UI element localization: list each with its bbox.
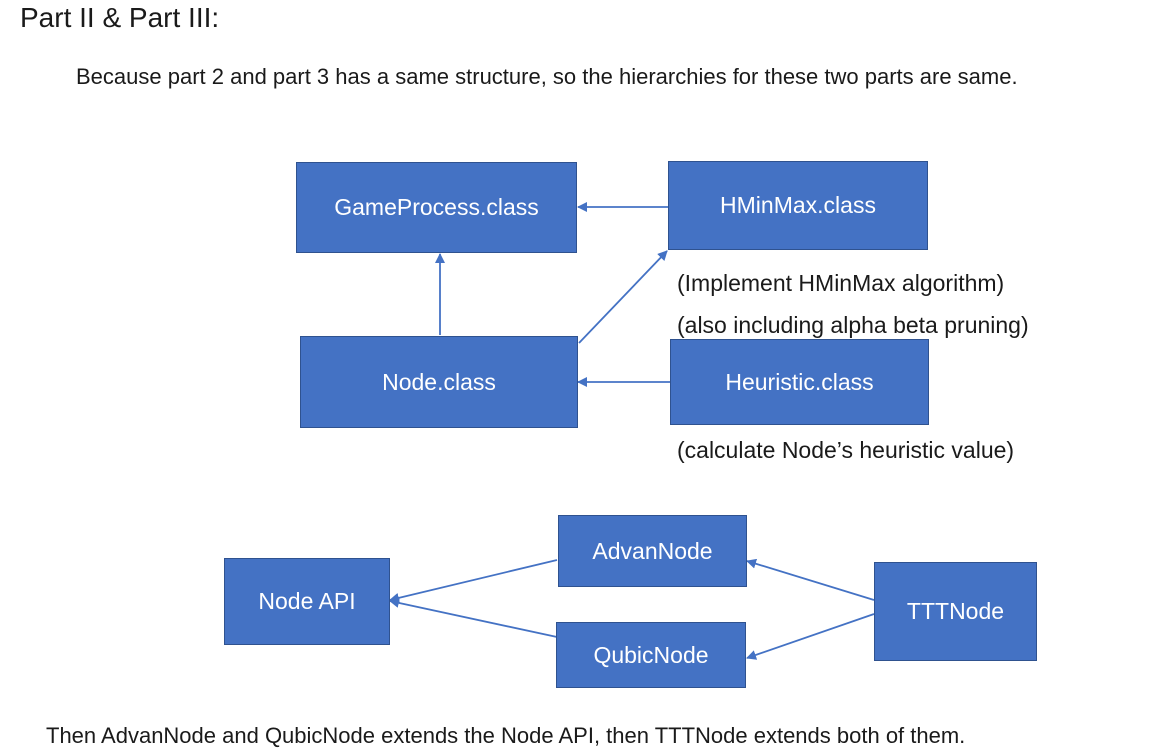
heuristic-note: (calculate Node’s heuristic value)	[677, 437, 1015, 463]
intro-paragraph: Because part 2 and part 3 has a same str…	[76, 64, 1018, 89]
node-api-label: Node API	[258, 588, 356, 614]
hminmax-class-label: HMinMax.class	[720, 192, 876, 218]
advannode-label: AdvanNode	[592, 537, 713, 564]
hminmax-note-1: (Implement HMinMax algorithm)	[677, 270, 1005, 296]
arrow-tttnode-to-qubicnode	[746, 613, 875, 660]
node-class-label: Node.class	[382, 368, 496, 395]
heuristic-class-label: Heuristic.class	[725, 368, 874, 395]
qubicnode-label: QubicNode	[593, 641, 709, 668]
advannode-box: AdvanNode	[558, 515, 747, 587]
gameprocess-class-label: GameProcess.class	[334, 194, 539, 220]
node-api-box: Node API	[224, 558, 390, 645]
bottom-paragraph: Then AdvanNode and QubicNode extends the…	[46, 723, 966, 748]
tttnode-label: TTTNode	[906, 598, 1005, 624]
node-class-box: Node.class	[300, 336, 578, 428]
hminmax-note-2: (also including alpha beta pruning)	[677, 312, 1029, 338]
arrow-tttnode-to-advannode	[746, 558, 875, 601]
heuristic-class-box: Heuristic.class	[670, 339, 929, 425]
hminmax-class-box: HMinMax.class	[668, 161, 928, 250]
gameprocess-class-box: GameProcess.class	[296, 162, 577, 253]
qubicnode-box: QubicNode	[556, 622, 746, 688]
section-heading: Part II & Part III:	[20, 2, 220, 33]
arrow-advannode-to-nodeapi	[389, 559, 558, 603]
tttnode-box: TTTNode	[874, 562, 1037, 661]
arrow-node-to-hminmax	[578, 250, 668, 344]
arrow-qubicnode-to-nodeapi	[389, 598, 558, 638]
